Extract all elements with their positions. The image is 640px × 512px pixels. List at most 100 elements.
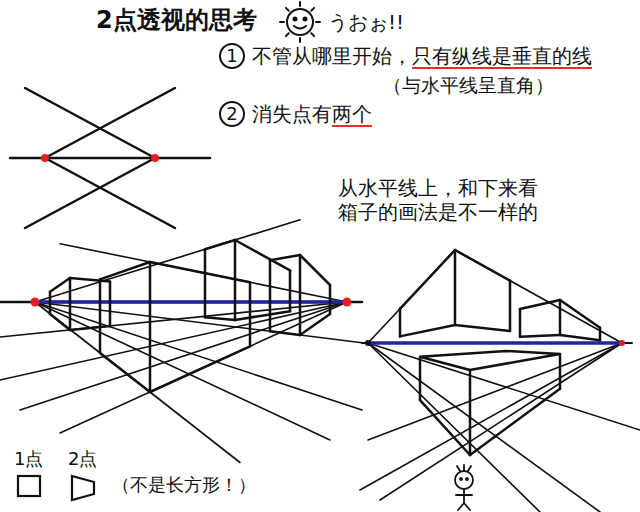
vanishing-point <box>619 340 625 346</box>
box-sketch <box>299 255 302 335</box>
doodle-figure <box>460 478 462 480</box>
vanishing-cross <box>10 157 210 160</box>
sun-icon <box>280 21 284 23</box>
box-sketch <box>149 262 152 392</box>
box-sketch <box>49 292 52 314</box>
sun-icon <box>280 2 320 42</box>
doodle-figure <box>457 466 460 471</box>
box-sketch <box>560 335 600 340</box>
sun-icon <box>304 18 307 21</box>
text-line: 消失点有两个 <box>252 102 372 126</box>
doodle-figure <box>463 465 465 471</box>
box-sketch <box>150 346 250 392</box>
construction-line <box>35 302 362 410</box>
vanishing-cross <box>25 88 155 158</box>
box-sketch <box>400 250 455 309</box>
box-sketch <box>400 325 455 336</box>
box-sketch <box>559 354 562 389</box>
note-text: うおぉ!! <box>328 10 404 34</box>
box-sketch <box>509 281 512 331</box>
box-sketch <box>50 240 600 455</box>
box-sketch <box>269 260 272 331</box>
construction-line <box>35 302 362 343</box>
box-sketch <box>420 400 470 455</box>
box-sketch <box>234 240 237 320</box>
emphasis-text: 两个 <box>332 102 372 126</box>
doodle-figure <box>458 503 464 510</box>
box-sketch <box>289 270 292 311</box>
text-line: （不是长方形！） <box>112 474 256 496</box>
sun-icon <box>294 18 297 21</box>
box-sketch <box>420 351 560 370</box>
box-sketch <box>99 279 102 353</box>
vanishing-point <box>31 298 626 347</box>
vanishing-point <box>343 298 352 307</box>
sun-icon <box>316 21 320 23</box>
step-circle: 2 <box>219 101 245 127</box>
horizon-line <box>0 302 632 343</box>
vanishing-cross <box>45 88 175 158</box>
box-sketch <box>249 282 252 346</box>
box-sketch <box>270 255 300 260</box>
vanishing-point <box>365 340 371 346</box>
sun-icon <box>294 26 306 29</box>
text-line: 2点 <box>68 448 97 470</box>
box-sketch <box>205 317 235 320</box>
sun-icon <box>286 8 289 11</box>
doodle-figure <box>455 471 473 489</box>
horizon-line <box>362 342 632 344</box>
box-sketch <box>100 262 150 279</box>
box-sketch <box>560 300 600 328</box>
box-sketch <box>329 285 332 314</box>
construction-line <box>368 250 455 343</box>
construction-line <box>0 302 347 380</box>
box-sketch <box>100 353 150 392</box>
box-sketch <box>399 309 402 337</box>
note-text: （不是长方形！） <box>112 474 256 495</box>
box-sketch <box>300 314 330 335</box>
note-text: （与水平线呈直角） <box>383 74 554 96</box>
face-shape <box>18 476 40 496</box>
vanishing-point <box>41 154 49 162</box>
construction-line <box>380 343 622 500</box>
construction-line <box>0 220 640 512</box>
note-text: 从水平线上，和下来看 箱子的画法是不一样的 <box>338 176 538 224</box>
construction-line <box>60 302 347 433</box>
box-sketch <box>70 278 110 282</box>
vanishing-cross <box>25 158 155 228</box>
face-shape <box>72 476 94 500</box>
construction-line <box>35 220 300 302</box>
construction-line <box>368 343 540 512</box>
vanishing-point <box>31 298 40 307</box>
vanishing-cross <box>45 158 175 228</box>
horizon-line <box>0 301 362 304</box>
note-text: 2点 <box>68 448 97 469</box>
step-circle: 1 <box>219 43 245 69</box>
box-sketch <box>519 309 522 337</box>
vanishing-cross <box>10 88 210 228</box>
box-sketch <box>270 331 300 335</box>
page-title: 2点透视的思考 <box>96 6 257 35</box>
callout-number: 2 <box>226 105 237 123</box>
box-sketch <box>109 282 112 327</box>
emphasis-text: 只有纵线是垂直的线 <box>412 44 592 68</box>
box-sketch <box>235 311 290 320</box>
vanishing-point <box>151 154 159 162</box>
horizon-line <box>368 341 622 345</box>
text-line: 从水平线上，和下来看 箱子的画法是不一样的 <box>338 176 550 224</box>
construction-line <box>35 302 240 463</box>
sun-icon <box>311 33 314 36</box>
callout-number: 1 <box>226 47 237 65</box>
text-line: 1点 <box>14 448 43 470</box>
sun-icon <box>299 38 301 42</box>
box-sketch <box>455 250 510 281</box>
box-sketch <box>204 249 207 317</box>
note-text: 消失点有 <box>252 102 332 126</box>
box-sketch <box>70 326 110 330</box>
construction-line <box>455 250 622 343</box>
box-sketch <box>300 255 330 285</box>
note-text: 不管从哪里开始， <box>252 44 412 68</box>
construction-line <box>360 343 622 490</box>
box-sketch <box>235 240 290 270</box>
sun-icon <box>286 33 289 36</box>
